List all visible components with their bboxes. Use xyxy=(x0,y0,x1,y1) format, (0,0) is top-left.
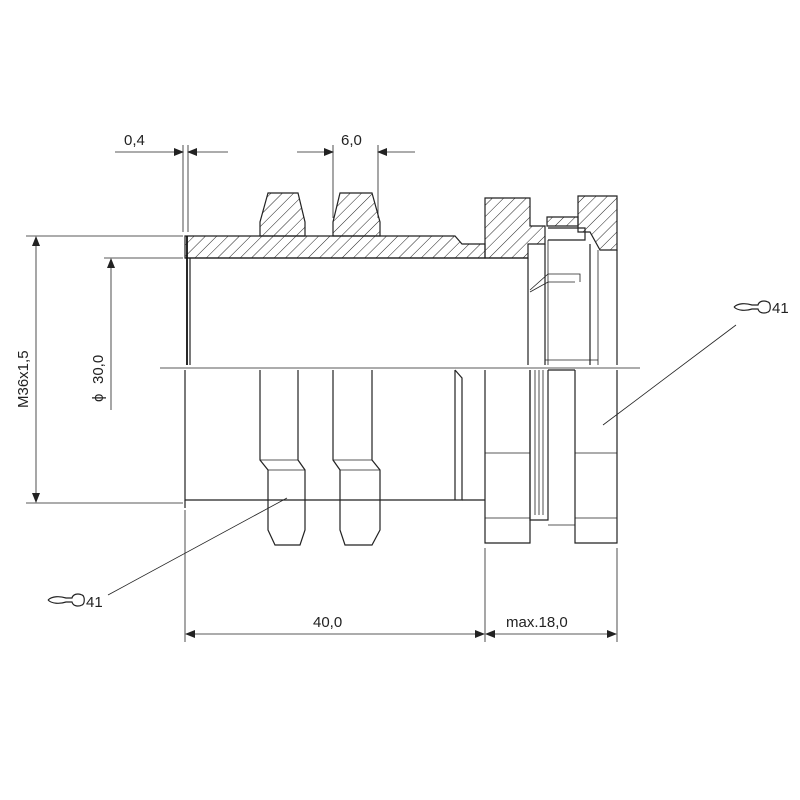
wrench-size-right: 41 xyxy=(772,300,789,317)
dim-label-thread: M36x1,5 xyxy=(15,350,32,408)
dim-label-max-length: max.18,0 xyxy=(506,614,568,631)
dim-bore-diameter: ϕ 30,0 xyxy=(90,257,183,410)
lower-exterior xyxy=(184,369,618,546)
dim-thread-size: M36x1,5 xyxy=(15,235,183,504)
dim-thread-pitch: 6,0 xyxy=(297,132,415,218)
dim-top-gap: 0,4 xyxy=(115,132,228,232)
dim-label-diameter: 30,0 xyxy=(90,355,107,384)
dim-max-length: max.18,0 xyxy=(485,548,618,642)
wrench-icon xyxy=(733,300,771,314)
dim-label-pitch: 6,0 xyxy=(341,132,362,149)
wrench-size-left: 41 xyxy=(86,594,103,611)
upper-section xyxy=(184,192,618,365)
wrench-callout-right: 41 xyxy=(602,300,789,426)
wrench-icon xyxy=(47,593,85,607)
dim-length: 40,0 xyxy=(184,510,486,642)
dim-label-diameter-symbol: ϕ xyxy=(90,394,107,402)
dim-label-length: 40,0 xyxy=(313,614,342,631)
dim-label-gap: 0,4 xyxy=(124,132,145,149)
wrench-callout-left: 41 xyxy=(47,497,288,611)
